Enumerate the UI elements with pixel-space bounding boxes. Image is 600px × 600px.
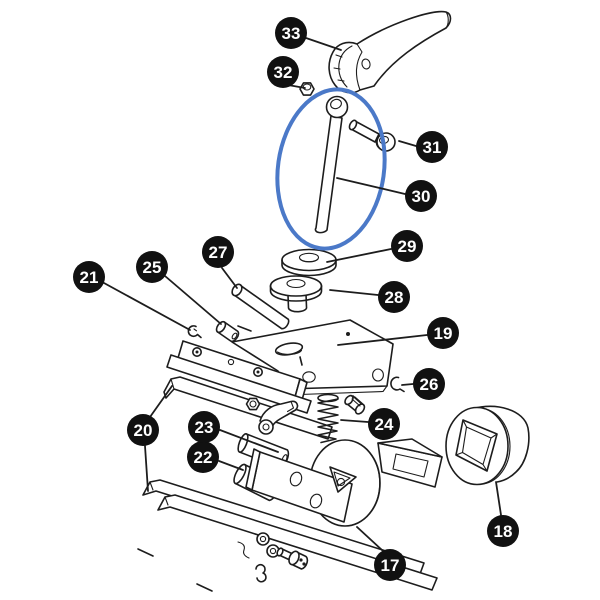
callout-21 [73,261,105,293]
blade-assembly [142,479,438,591]
highlight-annotation [275,87,387,251]
part-24-spring-and-screw [317,393,366,444]
callout-label-29: 29 [398,237,417,256]
leader-26 [401,383,414,386]
callout-label-24: 24 [375,415,394,434]
s-clip [255,563,267,583]
leader-17 [356,526,384,552]
cap-screw [276,547,309,570]
leader-20 [149,385,173,418]
part-19-plate [231,319,394,396]
dash-marks [137,548,213,592]
leader-20 [144,445,149,492]
leader-19 [337,334,428,346]
callout-22 [187,441,219,473]
leader-18 [495,481,502,516]
callout-label-30: 30 [412,187,431,206]
part-26-retaining-clip [390,376,405,393]
callout-28 [378,281,410,313]
callout-label-26: 26 [420,375,439,394]
callout-label-19: 19 [434,324,453,343]
callout-label-21: 21 [80,268,99,287]
callout-27 [202,236,234,268]
callout-19 [427,317,459,349]
callout-25 [136,251,168,283]
leader-21 [103,282,191,331]
leader-22 [218,460,244,471]
part-17-body [245,438,443,527]
alignment-dash [237,325,252,332]
part-31-bolt [348,119,396,152]
callout-29 [391,230,423,262]
part-28-flanged-bushing [269,275,323,313]
callout-label-23: 23 [195,418,214,437]
leader-25 [164,275,222,325]
callout-label-20: 20 [134,421,153,440]
highlight-ellipse [275,87,387,251]
leader-28 [329,289,379,296]
callout-17 [374,549,406,581]
callout-label-33: 33 [282,24,301,43]
callout-label-32: 32 [274,63,293,82]
part-18-socket-cap [445,405,530,486]
pawl-lever [258,400,299,435]
callout-label-25: 25 [143,258,162,277]
part-30-handle-rod [314,95,349,234]
leader-30 [336,177,406,195]
leader-27 [221,267,238,289]
part-20-rail-assembly [163,340,333,440]
callout-label-17: 17 [381,556,400,575]
part-21-clip [187,325,202,339]
callout-26 [413,368,445,400]
callout-label-27: 27 [209,243,228,262]
leader-33 [305,37,342,51]
part-33-cam-lever [328,10,452,94]
callout-label-28: 28 [385,288,404,307]
callout-24 [368,408,400,440]
leader-24 [340,419,369,423]
callout-31 [416,131,448,163]
callout-bubbles: 17 18 19 20 21 22 23 24 25 26 27 28 29 30 31 32 33 [73,17,519,581]
blade-hardware [255,532,309,583]
callout-23 [188,411,220,443]
leader-23 [219,429,279,453]
callout-30 [405,180,437,212]
callout-18 [487,515,519,547]
part-32-nut [299,82,315,96]
callout-20 [127,414,159,446]
leader-lines [103,37,502,552]
callout-33 [275,17,307,49]
callout-label-18: 18 [494,522,513,541]
callout-32 [267,56,299,88]
callout-label-22: 22 [194,448,213,467]
leader-31 [398,140,417,147]
callout-label-31: 31 [423,138,442,157]
leader-29 [326,248,392,263]
part-27-pin [231,283,290,330]
part-25-bushing [215,320,240,343]
